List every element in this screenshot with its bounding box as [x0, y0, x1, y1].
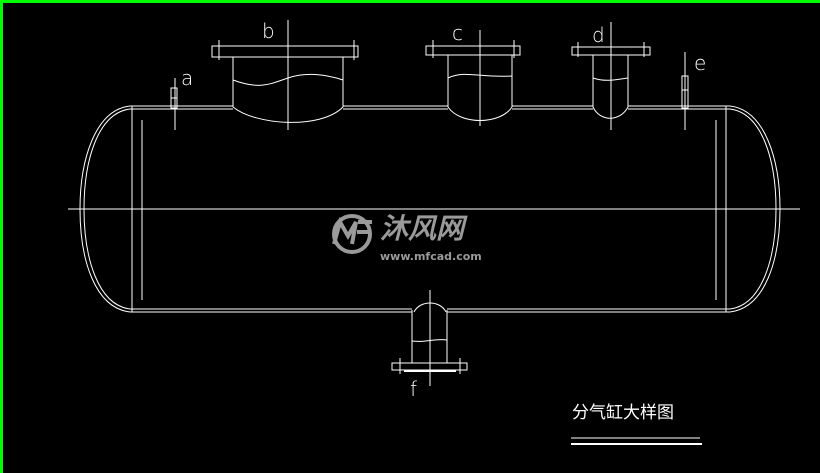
nozzle-e [681, 52, 689, 130]
label-d: d [592, 23, 605, 47]
watermark-brand: 沐风网 [380, 212, 468, 245]
drawing-title: 分气缸大样图 [572, 402, 674, 423]
watermark-url: www.mfcad.com [380, 250, 482, 263]
label-c: c [452, 21, 463, 45]
label-f: f [410, 377, 417, 401]
watermark-logo-icon [332, 214, 372, 254]
nozzle-f [391, 290, 468, 386]
nozzle-c [425, 30, 521, 126]
label-e: e [694, 51, 706, 75]
nozzle-a [170, 78, 178, 130]
label-a: a [181, 66, 193, 90]
nozzle-d [571, 22, 651, 130]
nozzle-b [211, 20, 359, 130]
label-b: b [262, 19, 275, 43]
watermark: 沐风网 www.mfcad.com [332, 212, 482, 263]
vessel-shell [79, 105, 781, 313]
